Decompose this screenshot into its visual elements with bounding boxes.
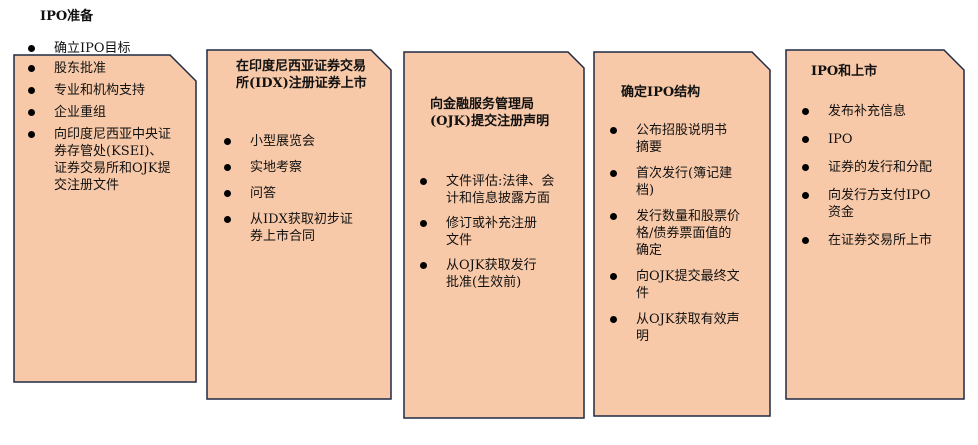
bullet-icon (610, 273, 617, 280)
stage-item: 文件评估:法律、会计和信息披露方面 (418, 173, 556, 207)
bullet-icon (610, 127, 617, 134)
stage-item: 向印度尼西亚中央证券存管处(KSEI)、证券交易所和OJK提交注册文件 (26, 126, 172, 194)
bullet-icon (224, 138, 231, 145)
stage-item: 企业重组 (26, 104, 193, 121)
bullet-icon (610, 316, 617, 323)
stage-item: 向OJK提交最终文件 (608, 268, 748, 302)
stage-3-content: 向金融服务管理局(OJK)提交注册声明 (430, 96, 560, 130)
stage-box-3 (403, 51, 585, 419)
stage-item-text: 从OJK获取有效声明 (636, 312, 740, 344)
stage-item-text: 向OJK提交最终文件 (636, 269, 740, 301)
stage-item: 确立IPO目标 (26, 40, 193, 57)
stage-item: 从IDX获取初步证券上市合同 (222, 211, 362, 245)
stage-item: 首次发行(簿记建档) (608, 165, 738, 199)
stage-item-text: 证券的发行和分配 (828, 160, 933, 175)
stage-title: IPO准备 (40, 9, 94, 24)
stage-item-text: 修订或补充注册文件 (446, 216, 538, 248)
stage-item: 向发行方支付IPO资金 (800, 187, 936, 221)
stage-item-text: 发布补充信息 (828, 104, 907, 119)
stage-item: 发布补充信息 (800, 103, 960, 120)
bullet-icon (28, 109, 35, 116)
stage-item-text: 确立IPO目标 (54, 41, 131, 56)
stage-item-text: 首次发行(簿记建档) (636, 166, 733, 198)
bullet-icon (802, 192, 809, 199)
stage-item-text: 文件评估:法律、会计和信息披露方面 (446, 174, 555, 206)
stage-box-1 (13, 54, 197, 383)
stage-item: 修订或补充注册文件 (418, 215, 546, 249)
bullet-icon (28, 131, 35, 138)
bullet-icon (610, 213, 617, 220)
bullet-icon (802, 237, 809, 244)
stage-item: 实地考察 (222, 159, 382, 176)
stage-item: 股东批准 (26, 60, 193, 77)
stage-2-content: 在印度尼西亚证券交易所(IDX)注册证券上市 (236, 58, 376, 92)
stage-item-list: 小型展览会 实地考察 问答 从IDX获取初步证券上市合同 (222, 133, 382, 245)
stage-item: 从OJK获取有效声明 (608, 311, 746, 345)
bullet-icon (28, 65, 35, 72)
stage-item: 发行数量和股票价格/债券票面值的确定 (608, 208, 744, 259)
stage-item-text: 在证券交易所上市 (828, 233, 933, 248)
stage-4-content: 确定IPO结构 (621, 84, 751, 101)
stage-5-content: IPO和上市 (811, 63, 941, 80)
bullet-icon (420, 178, 427, 185)
stage-item: 证券的发行和分配 (800, 159, 936, 176)
stage-item: 问答 (222, 185, 382, 202)
stage-item-list: 公布招股说明书摘要 首次发行(簿记建档) 发行数量和股票价格/债券票面值的确定 … (608, 122, 768, 345)
stage-item: 小型展览会 (222, 133, 382, 150)
stage-box-5 (785, 49, 965, 400)
stage-item-text: IPO (828, 132, 853, 147)
stage-item-text: 向印度尼西亚中央证券存管处(KSEI)、证券交易所和OJK提交注册文件 (54, 127, 172, 193)
bullet-icon (224, 190, 231, 197)
stage-box-2 (206, 49, 392, 400)
bullet-icon (224, 164, 231, 171)
stage-item-list: 确立IPO目标 股东批准 专业和机构支持 企业重组 向印度尼西亚中央证券存管处(… (26, 40, 193, 194)
stage-item-text: 问答 (250, 186, 277, 201)
stage-item-text: 从OJK获取发行批准(生效前) (446, 258, 537, 290)
stage-item-list: 文件评估:法律、会计和信息披露方面 修订或补充注册文件 从OJK获取发行批准(生… (418, 173, 578, 291)
stage-item: 从OJK获取发行批准(生效前) (418, 257, 546, 291)
stage-item-text: 企业重组 (54, 105, 107, 120)
bullet-icon (802, 136, 809, 143)
stage-item-text: 向发行方支付IPO资金 (828, 188, 931, 220)
stage-item: IPO (800, 131, 960, 148)
stage-title: 在印度尼西亚证券交易所(IDX)注册证券上市 (236, 59, 367, 91)
bullet-icon (420, 220, 427, 227)
stage-item-text: 公布招股说明书摘要 (636, 123, 728, 155)
stage-box-4 (593, 51, 771, 417)
bullet-icon (28, 87, 35, 94)
bullet-icon (28, 45, 35, 52)
bullet-icon (224, 216, 231, 223)
stage-item-text: 专业和机构支持 (54, 83, 146, 98)
bullet-icon (420, 262, 427, 269)
stage-item-text: 股东批准 (54, 61, 107, 76)
stage-title: 确定IPO结构 (621, 85, 701, 100)
stage-item-text: 发行数量和股票价格/债券票面值的确定 (636, 209, 741, 258)
stage-item: 专业和机构支持 (26, 82, 179, 99)
stage-item: 公布招股说明书摘要 (608, 122, 738, 156)
bullet-icon (610, 170, 617, 177)
stage-1-content: IPO准备 确立IPO目标 股东批准 专业和机构支持 企业重组 向印度尼西亚中央… (18, 8, 193, 194)
bullet-icon (802, 164, 809, 171)
stage-item: 在证券交易所上市 (800, 232, 936, 249)
stage-item-text: 小型展览会 (250, 134, 316, 149)
stage-item-list: 发布补充信息 IPO 证券的发行和分配 向发行方支付IPO资金 在证券交易所上市 (800, 103, 960, 249)
stage-item-text: 实地考察 (250, 160, 303, 175)
stage-item-text: 从IDX获取初步证券上市合同 (250, 212, 353, 244)
stage-title: 向金融服务管理局(OJK)提交注册声明 (430, 97, 550, 129)
stage-title: IPO和上市 (811, 64, 878, 79)
bullet-icon (802, 108, 809, 115)
